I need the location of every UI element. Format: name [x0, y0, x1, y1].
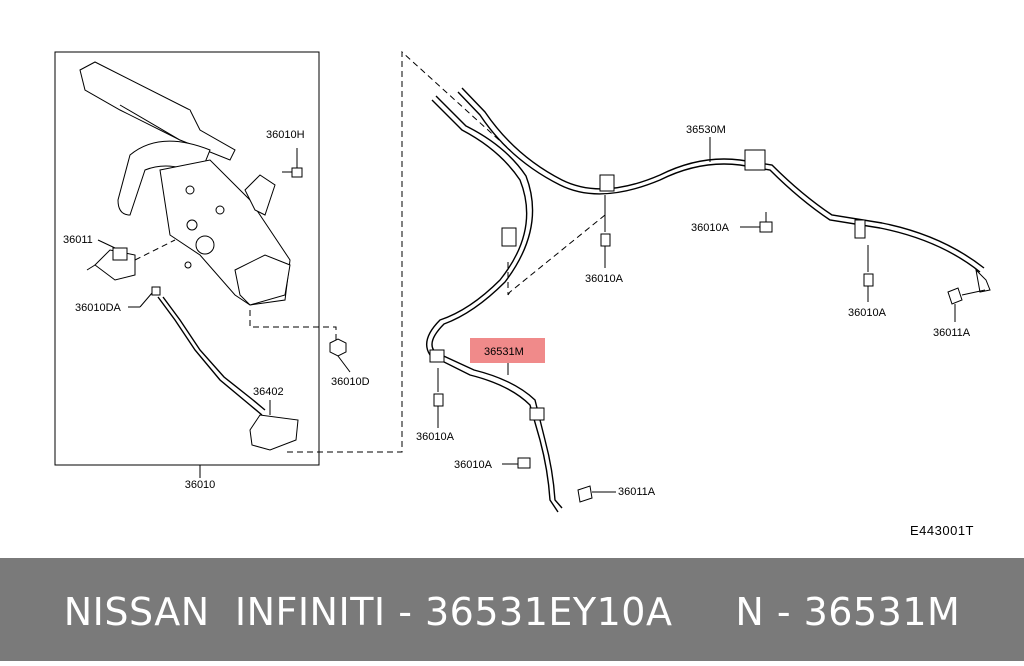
part-number-caption: NISSAN INFINITI - 36531EY10A N - 36531M	[63, 590, 961, 634]
dash-link-cable-2	[507, 214, 606, 296]
rod-36402	[139, 286, 299, 451]
parking-brake-lever	[79, 61, 291, 306]
bolt-36011A-1	[947, 287, 986, 322]
label-36010A-4: 36010A	[416, 431, 455, 443]
label-36010H: 36010H	[266, 129, 305, 141]
cable-36530M	[457, 87, 991, 293]
label-36011A-1: 36011A	[933, 327, 971, 339]
bolt-36010A-5	[502, 457, 531, 469]
label-36531M: 36531M	[484, 346, 524, 358]
label-36011: 36011	[63, 234, 93, 246]
footer-bar: NISSAN INFINITI - 36531EY10A N - 36531M	[0, 558, 1024, 661]
label-36011A-2: 36011A	[618, 486, 656, 498]
diagram-ref-code: E443001T	[910, 523, 974, 538]
bolt-36011A-2	[577, 485, 616, 503]
parts-diagram: 36010 36010H 36011 36010DA 36402 36010D …	[54, 50, 991, 538]
label-36010D: 36010D	[331, 376, 370, 388]
bolt-36010A-3	[863, 245, 874, 302]
diagram-canvas: 36010 36010H 36011 36010DA 36402 36010D …	[54, 50, 991, 538]
label-36530M: 36530M	[686, 124, 726, 136]
label-36010: 36010	[185, 479, 216, 491]
dash-link-cable	[287, 50, 511, 453]
label-36010A-3: 36010A	[848, 307, 887, 319]
nut-36010D	[329, 338, 351, 373]
cable-36531M	[426, 95, 563, 513]
switch-36011	[86, 239, 176, 281]
label-36402: 36402	[253, 386, 284, 398]
dash-link-nut	[249, 310, 337, 340]
bolt-36010H	[282, 148, 303, 178]
bolt-36010A-2	[740, 212, 773, 233]
label-36010A-5: 36010A	[454, 459, 493, 471]
highlight-box	[470, 338, 545, 363]
label-36010A-1: 36010A	[585, 273, 624, 285]
bolt-36010A-1	[600, 195, 611, 268]
bolt-36010A-4	[433, 368, 444, 428]
label-36010DA: 36010DA	[75, 302, 122, 314]
label-36010A-2: 36010A	[691, 222, 730, 234]
assembly-box	[54, 51, 320, 466]
